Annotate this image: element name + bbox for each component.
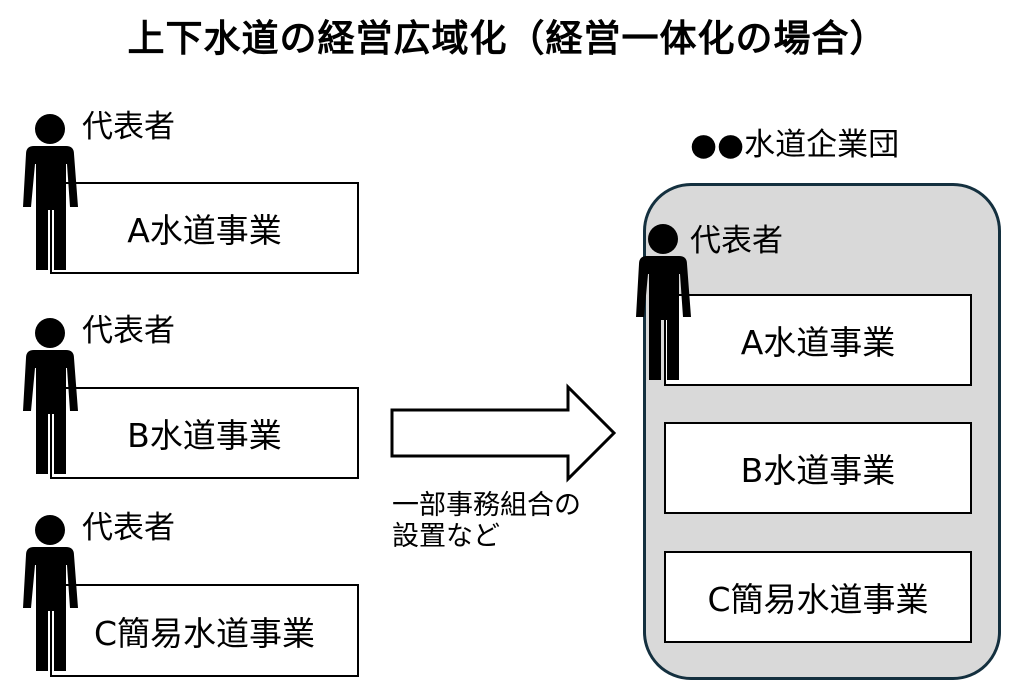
arrow-note-line: 一部事務組合の [392,490,581,521]
representative-label: 代表者 [690,223,783,259]
group-name: ●●水道企業団 [690,127,900,163]
right-arrow-icon [390,383,617,483]
person-icon [23,114,78,270]
person-icon [23,515,78,671]
utility-box-left-a: A水道事業 [50,182,359,274]
utility-label: C簡易水道事業 [93,613,316,653]
utility-label: B水道事業 [740,451,896,490]
arrow-note-line: 設置など [392,521,500,552]
utility-box-left-c: C簡易水道事業 [50,584,359,677]
utility-label: A水道事業 [127,211,282,250]
utility-box-group-a: A水道事業 [664,294,972,386]
arrow-note: 一部事務組合の 設置など [392,490,581,552]
utility-box-left-b: B水道事業 [50,387,359,479]
utility-label: A水道事業 [740,323,896,362]
representative-label: 代表者 [82,313,175,349]
person-icon [23,318,78,474]
utility-box-group-b: B水道事業 [664,422,972,514]
representative-label: 代表者 [82,510,175,546]
person-icon [636,224,691,380]
utility-label: C簡易水道事業 [707,580,929,619]
utility-box-group-c: C簡易水道事業 [664,551,972,643]
utility-label: B水道事業 [127,416,282,455]
representative-label: 代表者 [82,109,175,145]
diagram-title: 上下水道の経営広域化（経営一体化の場合） [127,17,888,60]
